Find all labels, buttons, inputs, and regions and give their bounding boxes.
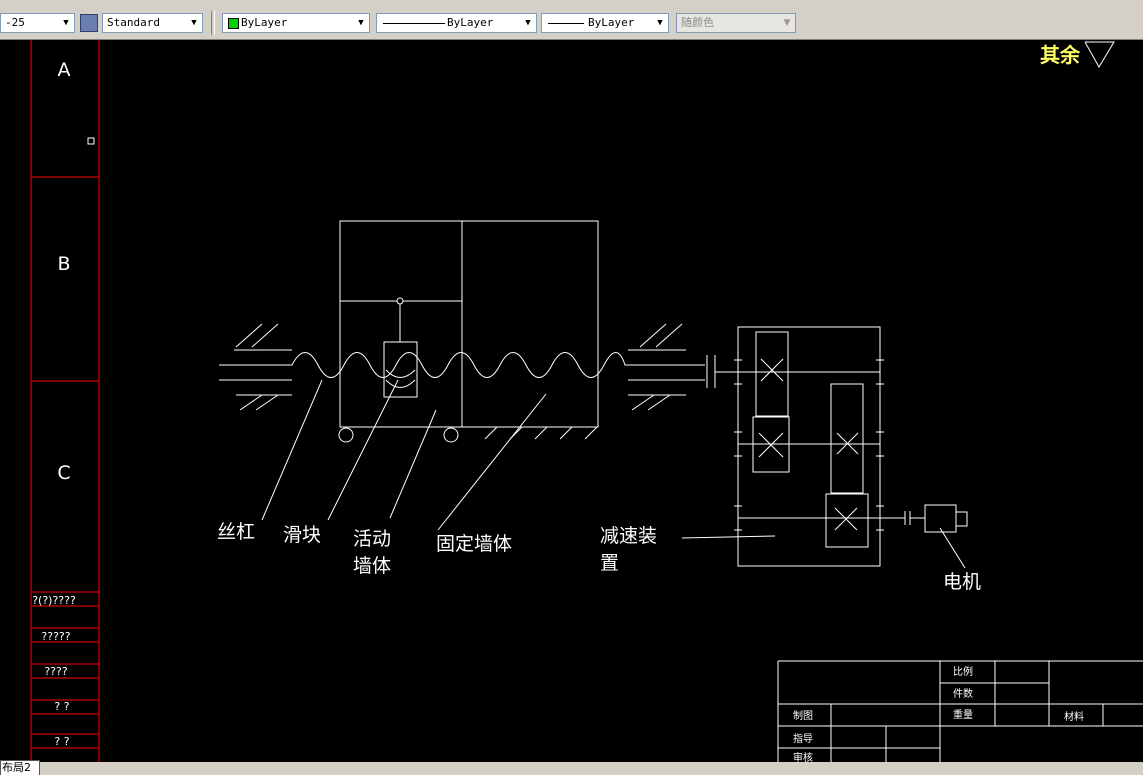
chevron-down-icon: ▼ [358, 18, 364, 28]
label-fixed-wall: 固定墙体 [436, 533, 512, 555]
textstyle-value: Standard [107, 16, 160, 29]
chevron-down-icon: ▼ [783, 18, 791, 28]
label-lead-screw: 丝杠 [217, 521, 255, 543]
plotstyle-dropdown[interactable]: 随颜色 ▼ [676, 13, 796, 33]
color-value: ByLayer [241, 16, 288, 29]
tab-layout2[interactable]: 布局2 [0, 760, 40, 775]
plotstyle-value: 随颜色 [681, 16, 714, 29]
label-reducer-line2: 置 [600, 552, 619, 574]
label-movable-wall-line2: 墙体 [353, 555, 391, 577]
color-swatch-icon [228, 18, 239, 29]
label-slider: 滑块 [283, 524, 321, 546]
wheel-left [338, 427, 354, 443]
title-block [777, 660, 1143, 762]
chevron-down-icon: ▼ [657, 18, 663, 28]
linetype-preview [383, 23, 445, 24]
dimstyle-value: -25 [5, 16, 25, 29]
lineweight-preview [548, 23, 584, 24]
tb-qty-label: 件数 [953, 687, 973, 700]
lead-screw [219, 352, 705, 378]
label-movable-wall-line1: 活动 [353, 528, 391, 550]
left-table-cell: ???? [44, 665, 68, 678]
chevron-down-icon: ▼ [63, 18, 69, 28]
ground-hatch [484, 426, 598, 440]
color-dropdown[interactable]: ByLayer ▼ [222, 13, 370, 33]
tb-scale-label: 比例 [953, 665, 973, 678]
left-table-cell: ? ? [54, 735, 69, 748]
chevron-down-icon: ▼ [191, 18, 197, 28]
left-table-cell: ????? [41, 630, 70, 643]
left-table-cell: ?(?)???? [32, 594, 76, 607]
text-style-icon[interactable] [80, 14, 98, 32]
linetype-dropdown[interactable]: ByLayer ▼ [376, 13, 537, 33]
left-frame-column [30, 40, 100, 762]
label-reducer-line1: 减速装 [600, 525, 657, 547]
properties-toolbar: -25 ▼ Standard ▼ ByLayer ▼ ByLayer ▼ ByL… [0, 8, 1143, 40]
left-table-cell: ? ? [54, 700, 69, 713]
chevron-down-icon: ▼ [525, 18, 531, 28]
roughness-label: 其余 [1040, 43, 1081, 67]
tb-guide-label: 指导 [793, 732, 813, 745]
mechanism-drawing [219, 220, 968, 569]
zone-label-a: A [58, 59, 71, 81]
linetype-value: ByLayer [447, 16, 494, 29]
tb-material-label: 材料 [1064, 710, 1084, 723]
reducer-housing [737, 326, 881, 567]
drawing-canvas[interactable]: A B C ?(?)???? ????? ???? ? ? ? ? 其余 [0, 40, 1143, 762]
tb-weight-label: 重量 [953, 708, 973, 721]
lineweight-value: ByLayer [588, 16, 635, 29]
layout-tab-bar [0, 762, 1143, 775]
label-motor: 电机 [943, 571, 981, 593]
tb-drawn-label: 制图 [793, 709, 813, 722]
roughness-triangle-icon [1084, 41, 1115, 68]
toolbar-separator [211, 11, 215, 35]
zone-label-c: C [57, 462, 70, 484]
textstyle-dropdown[interactable]: Standard ▼ [102, 13, 203, 33]
lineweight-dropdown[interactable]: ByLayer ▼ [541, 13, 669, 33]
tb-review-label: 审核 [793, 751, 813, 762]
zone-label-b: B [57, 253, 70, 275]
tab-layout2-label: 布局2 [2, 761, 31, 774]
wheel-right [443, 427, 459, 443]
dimstyle-dropdown[interactable]: -25 ▼ [0, 13, 75, 33]
grip-square-icon[interactable] [87, 137, 95, 145]
